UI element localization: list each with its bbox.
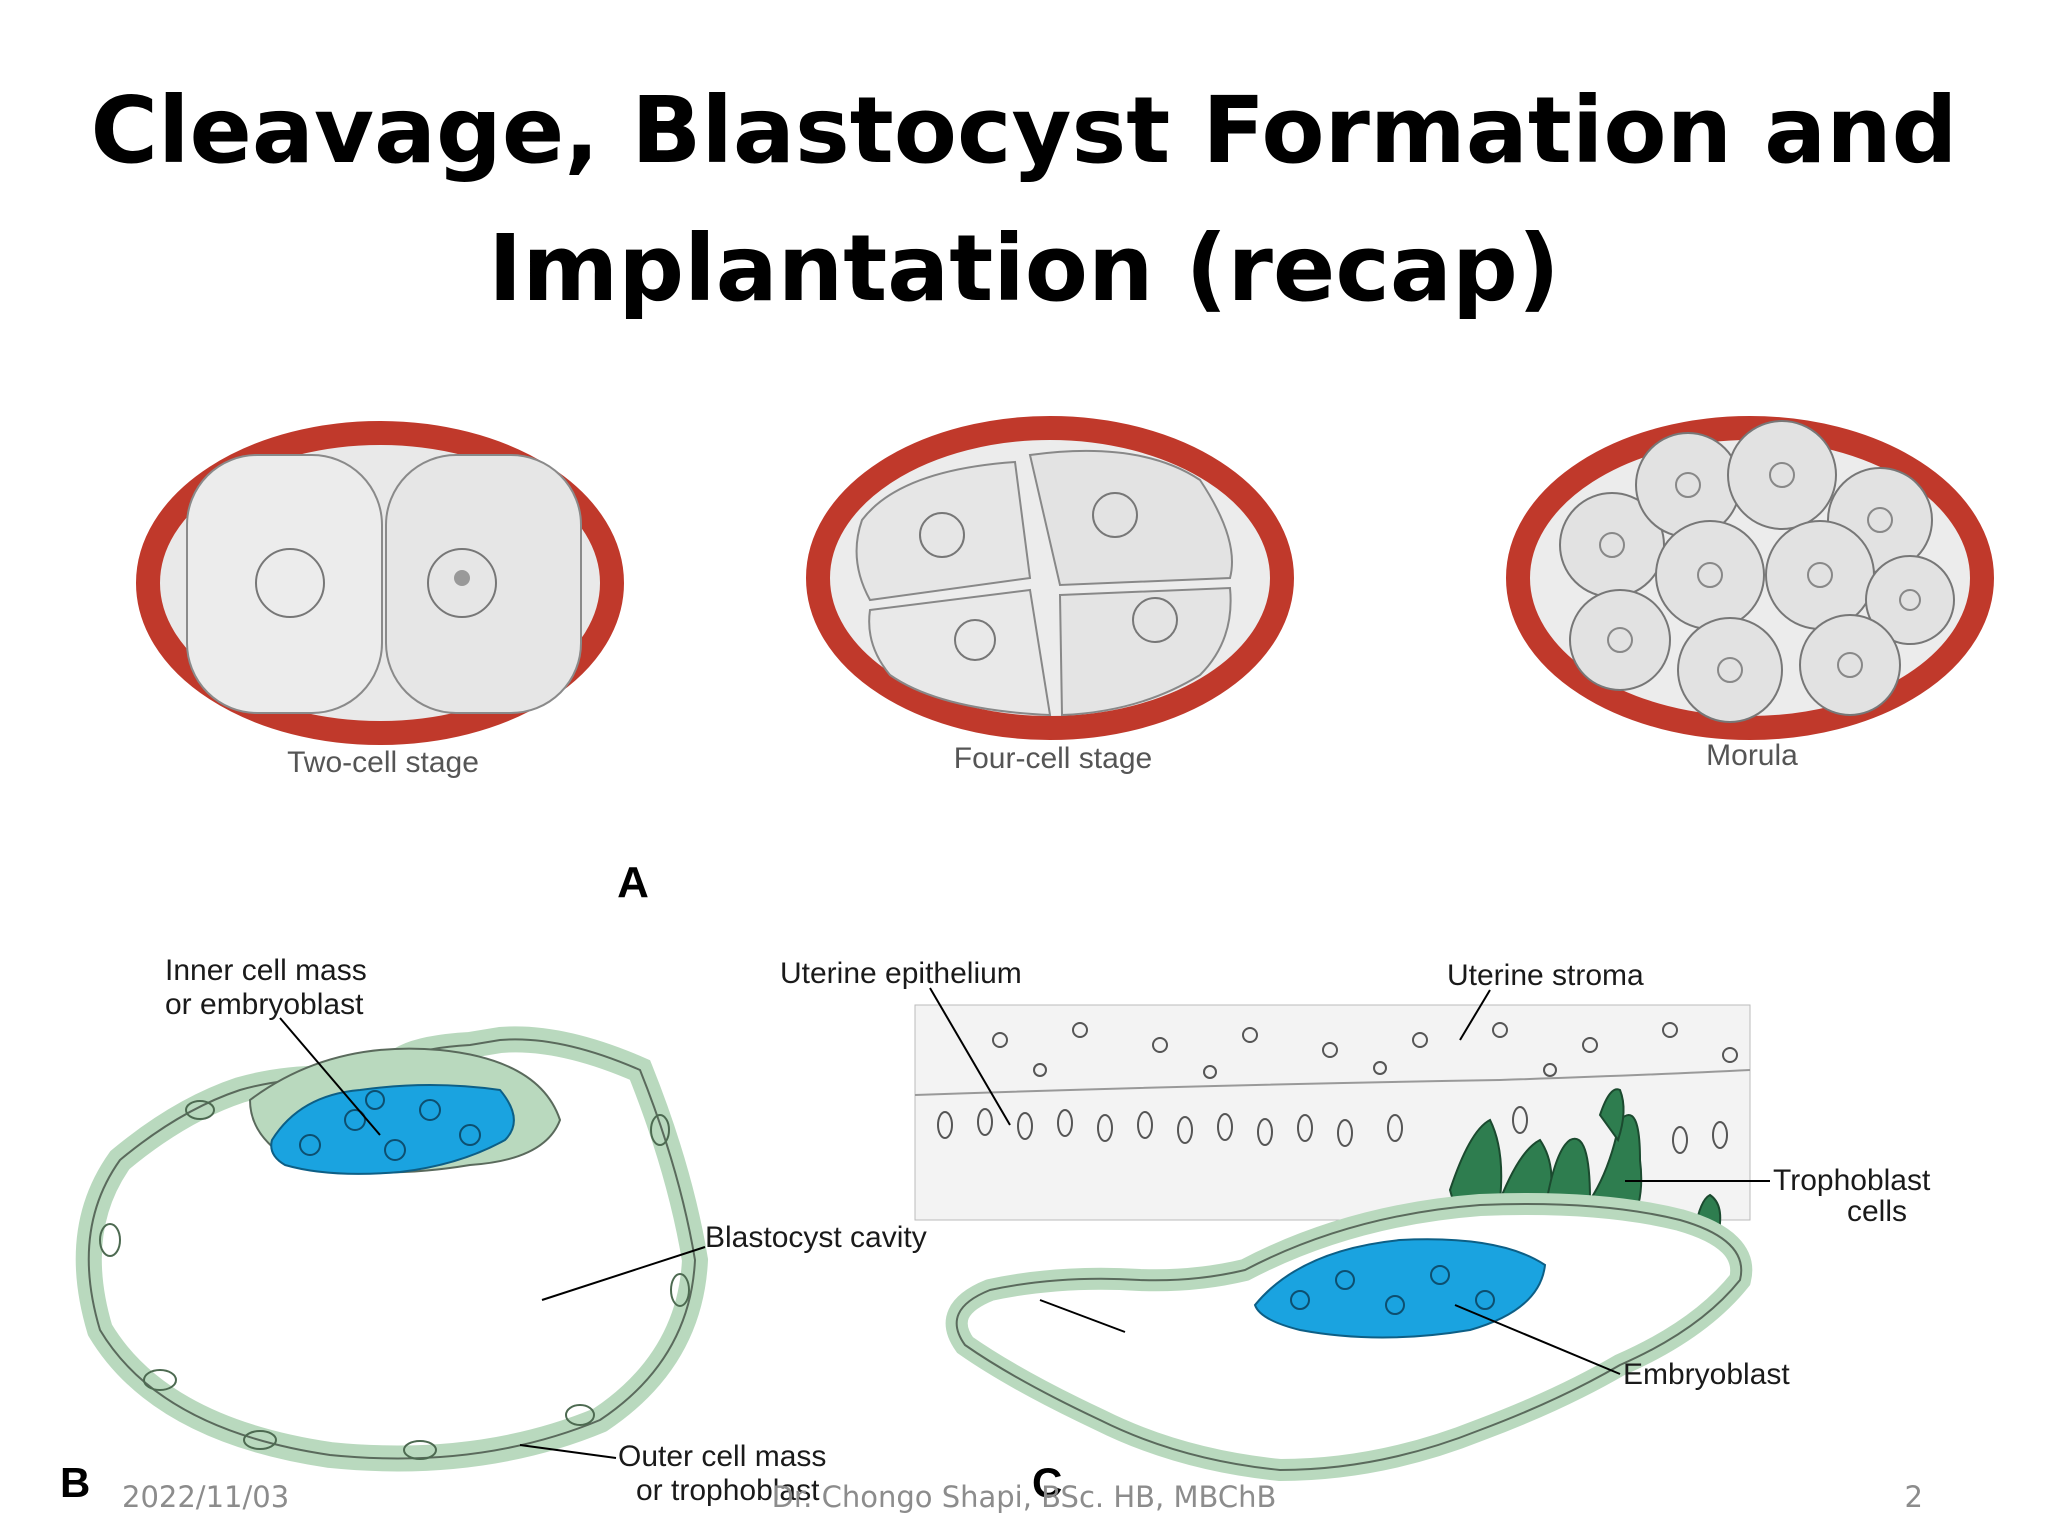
four-cell-stage-label: Four-cell stage	[954, 742, 1152, 775]
footer-date: 2022/11/03	[122, 1480, 290, 1514]
inner-cell-mass-label-2: or embryoblast	[165, 988, 364, 1021]
panel-a-letter: A	[617, 858, 649, 907]
blastocyst-drawing	[75, 1026, 709, 1472]
outer-cell-mass-label-1: Outer cell mass	[618, 1440, 826, 1473]
trophoblast-cells-label-2: cells	[1847, 1195, 1907, 1228]
panel-a: Two-cell stage Four-cell stage	[136, 416, 1994, 907]
trophoblast-cells-label-1: Trophoblast	[1773, 1164, 1931, 1197]
slide-title: Cleavage, Blastocyst Formation and Impla…	[0, 62, 2048, 338]
uterine-epithelium-label: Uterine epithelium	[780, 957, 1022, 990]
implantation-drawing	[914, 1004, 1753, 1482]
embryoblast-label: Embryoblast	[1623, 1358, 1790, 1391]
panel-c: Uterine epithelium Uterine stroma Tropho…	[780, 957, 1931, 1506]
slide-title-line-2: Implantation (recap)	[488, 215, 1560, 322]
uterine-stroma-label: Uterine stroma	[1447, 959, 1644, 992]
inner-cell-mass-label-1: Inner cell mass	[165, 954, 367, 987]
morula-drawing	[1506, 416, 1994, 740]
footer-page-number: 2	[1904, 1480, 1923, 1514]
two-cell-stage-drawing	[136, 421, 624, 745]
outer-cell-mass-label-2: or trophoblast	[636, 1474, 820, 1507]
morula-label: Morula	[1706, 739, 1798, 772]
two-cell-stage-label: Two-cell stage	[287, 746, 479, 779]
panel-c-letter: C	[1032, 1459, 1062, 1506]
panel-b: Inner cell mass or embryoblast Blastocys…	[60, 954, 927, 1507]
footer-author: Dr. Chongo Shapi, BSc. HB, MBChB	[771, 1480, 1277, 1514]
four-cell-stage-drawing	[806, 416, 1294, 740]
blastocyst-cavity-label: Blastocyst cavity	[705, 1221, 927, 1254]
panel-b-letter: B	[60, 1459, 90, 1506]
slide-title-line-1: Cleavage, Blastocyst Formation and	[90, 77, 1958, 184]
